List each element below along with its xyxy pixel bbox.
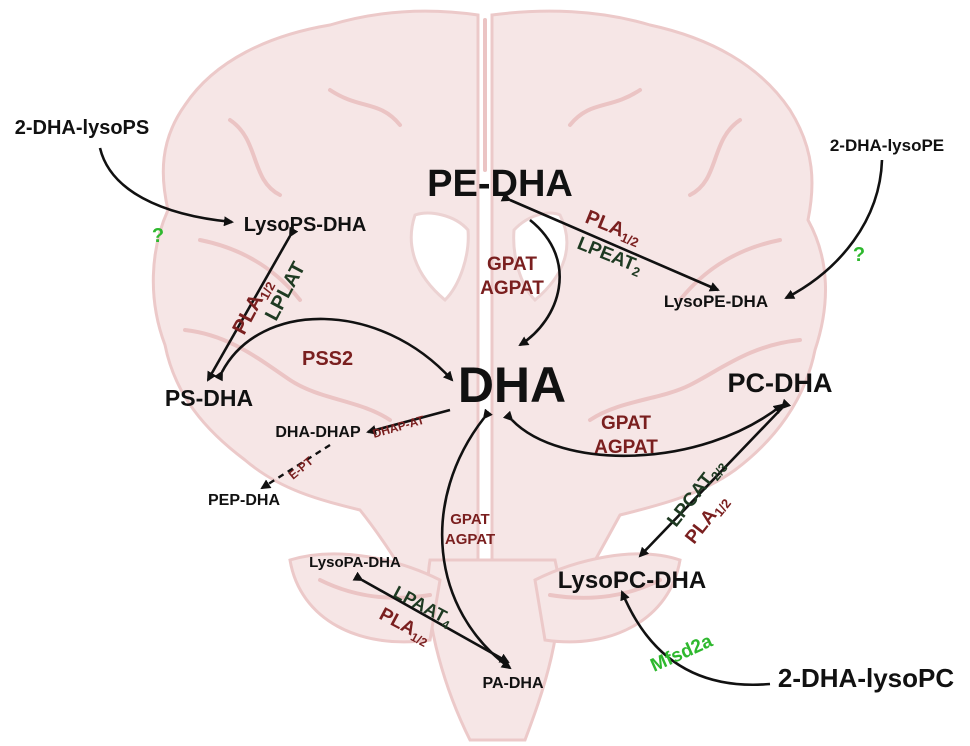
node-lysopc-dha: LysoPC-DHA	[558, 567, 706, 594]
nodes: DHA PE-DHA PC-DHA PS-DHA LysoPS-DHA Lyso…	[15, 117, 955, 693]
enzyme-gpat-pa: GPAT	[450, 511, 489, 528]
transporter-mfsd2a: Mfsd2a	[647, 631, 716, 677]
node-lysope-dha: LysoPE-DHA	[664, 292, 768, 311]
left-ventricle	[409, 211, 470, 303]
arrows	[98, 147, 884, 687]
arrow-dha-to-dha-dhap	[366, 408, 451, 435]
unknown-transport-left: ?	[152, 225, 164, 247]
arrow-ps-dha-dha	[213, 317, 454, 382]
brain-left-hemisphere	[151, 9, 480, 673]
cerebellum-fold	[548, 578, 662, 600]
node-pa-dha: PA-DHA	[482, 675, 543, 692]
arrow-2dha-lysope-to-lysope-dha	[784, 159, 884, 300]
node-2dha-lysopc: 2-DHA-lysoPC	[778, 663, 954, 693]
node-pe-dha: PE-DHA	[427, 163, 573, 205]
enzyme-pss2: PSS2	[302, 348, 353, 370]
node-pep-dha: PEP-DHA	[208, 492, 280, 509]
arrow-dha-dhap-to-pep-dha	[260, 443, 331, 490]
enzyme-gpat-pe: GPAT	[487, 254, 537, 275]
node-pc-dha: PC-DHA	[728, 368, 833, 398]
sulcus-line	[228, 118, 282, 197]
sulcus-line	[688, 118, 742, 197]
arrow-2dha-lysopc-to-lysopc-dha	[620, 590, 771, 687]
node-2dha-lysope: 2-DHA-lysoPE	[830, 136, 944, 155]
arrow-pc-dha-lysopc-dha	[638, 398, 792, 558]
node-ps-dha: PS-DHA	[165, 385, 253, 411]
brain-right-hemisphere	[490, 9, 827, 672]
arrow-lysops-dha-ps-dha	[206, 226, 299, 382]
enzyme-gpat-pc: GPAT	[601, 413, 651, 434]
sulcus-line	[328, 88, 402, 127]
arrow-2dha-lysops-to-lysops-dha	[98, 147, 234, 227]
enzyme-agpat-pc: AGPAT	[594, 437, 658, 458]
node-dha-dhap: DHA-DHAP	[275, 424, 361, 441]
node-lysopa-dha: LysoPA-DHA	[309, 554, 401, 571]
arrow-pe-dha-lysope-dha	[500, 192, 720, 292]
sulcus-line	[568, 88, 642, 127]
node-lysops-dha: LysoPS-DHA	[244, 214, 367, 236]
unknown-transport-right: ?	[853, 244, 865, 266]
node-2dha-lysops: 2-DHA-lysoPS	[15, 117, 149, 139]
arrow-lysopa-dha-pa-dha	[352, 571, 510, 664]
enzyme-agpat-pe: AGPAT	[480, 278, 544, 299]
enzyme-agpat-pa: AGPAT	[445, 531, 495, 548]
node-dha: DHA	[458, 357, 566, 413]
